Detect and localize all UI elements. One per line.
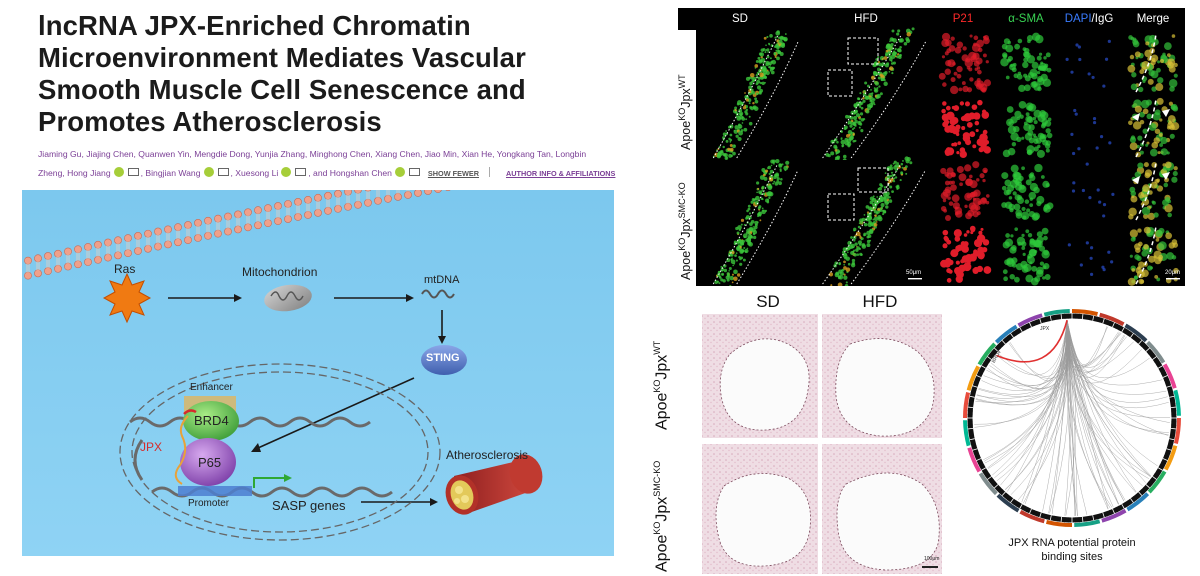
jpx-label: JPX <box>140 440 163 454</box>
p65-protein <box>180 438 236 486</box>
histo-row-label-ko: ApoeKOJpxSMC-KO <box>652 460 671 572</box>
graphical-abstract: Ras Mitochondrion mtDNA STING Enhancer B… <box>22 190 614 556</box>
author-names-c[interactable]: , Xuesong Li <box>230 168 279 178</box>
cell-membrane <box>24 190 451 280</box>
mail-icon[interactable] <box>408 168 420 176</box>
mtdna-icon <box>421 289 455 299</box>
atherosclerosis-label: Atherosclerosis <box>446 448 529 462</box>
histo-col-hfd: HFD <box>862 292 898 311</box>
author-names-b[interactable]: , Bingjian Wang <box>140 168 201 178</box>
p65-label: P65 <box>198 455 222 470</box>
col-header-p21: P21 <box>952 13 974 25</box>
author-line-2: Zheng, Hong Jiang , Bingjian Wang , Xueson… <box>38 164 618 183</box>
sting-icon <box>421 345 467 375</box>
mtdna-label: mtDNA <box>424 274 460 286</box>
mail-icon[interactable] <box>127 168 139 176</box>
mitochondrion-label: Mitochondrion <box>242 265 318 279</box>
enhancer-label: Enhancer <box>190 382 233 393</box>
histology-panel: SD HFD ApoeKOJpxWT ApoeKOJpxSMC-KO 100μm <box>644 290 944 576</box>
article-title: lncRNA JPX-Enriched Chromatin Microenvir… <box>38 10 526 137</box>
show-fewer-link[interactable]: SHOW FEWER <box>427 169 479 178</box>
mail-icon[interactable] <box>295 168 307 176</box>
circos-plot <box>963 309 1181 527</box>
circos-panel: JPX BRD4 JPX RNA potential protein bindi… <box>952 300 1192 576</box>
nucleus-outline <box>119 363 441 541</box>
histo-scale-bar: 100μm <box>924 556 940 562</box>
scale-bar-20: 20μm <box>1165 270 1181 276</box>
author-info-link[interactable]: AUTHOR INFO & AFFILIATIONS <box>505 169 616 178</box>
divider <box>488 167 490 177</box>
orcid-icon[interactable] <box>281 167 292 177</box>
promoter-label: Promoter <box>188 498 230 509</box>
promoter-box <box>178 486 252 496</box>
col-header-dapi-igg: DAPI/IgG <box>1064 13 1114 25</box>
orcid-icon[interactable] <box>113 167 124 177</box>
scale-bar-50: 50μm <box>906 270 922 276</box>
abstract-illustration <box>22 190 614 556</box>
brd4-label: BRD4 <box>194 413 229 428</box>
sting-label: STING <box>426 352 460 364</box>
ras-label: Ras <box>114 262 136 276</box>
mitochondrion-icon <box>264 284 312 312</box>
histo-col-sd: SD <box>756 292 780 311</box>
author-names-a[interactable]: Zheng, Hong Jiang <box>38 168 111 178</box>
brd4-protein <box>183 401 239 441</box>
mail-icon[interactable] <box>217 168 229 176</box>
col-header-sd: SD <box>732 13 748 25</box>
histology-images <box>702 314 942 574</box>
author-names-d[interactable]: , and Hongshan Chen <box>308 168 392 178</box>
col-header-sma: α-SMA <box>1008 13 1044 25</box>
orcid-icon[interactable] <box>203 167 214 177</box>
author-list: Jiaming Gu, Jiajing Chen, Quanwen Yin, M… <box>38 145 618 183</box>
microscopy-images <box>698 27 1183 286</box>
col-header-merge: Merge <box>1136 13 1170 25</box>
sasp-label: SASP genes <box>272 498 346 513</box>
circos-caption: JPX RNA potential protein binding sites <box>1008 537 1136 563</box>
author-line-1[interactable]: Jiaming Gu, Jiajing Chen, Quanwen Yin, M… <box>38 149 587 159</box>
ras-icon <box>102 272 152 324</box>
col-header-hfd: HFD <box>854 13 878 25</box>
histo-row-label-wt: ApoeKOJpxWT <box>652 340 671 430</box>
orcid-icon[interactable] <box>394 167 405 177</box>
circos-label-jpx: JPX <box>1040 326 1050 332</box>
vessel-icon <box>445 454 543 515</box>
immunofluorescence-panel: SD HFD P21 α-SMA DAPI/IgG Merge ApoeKOJp… <box>677 8 1185 286</box>
